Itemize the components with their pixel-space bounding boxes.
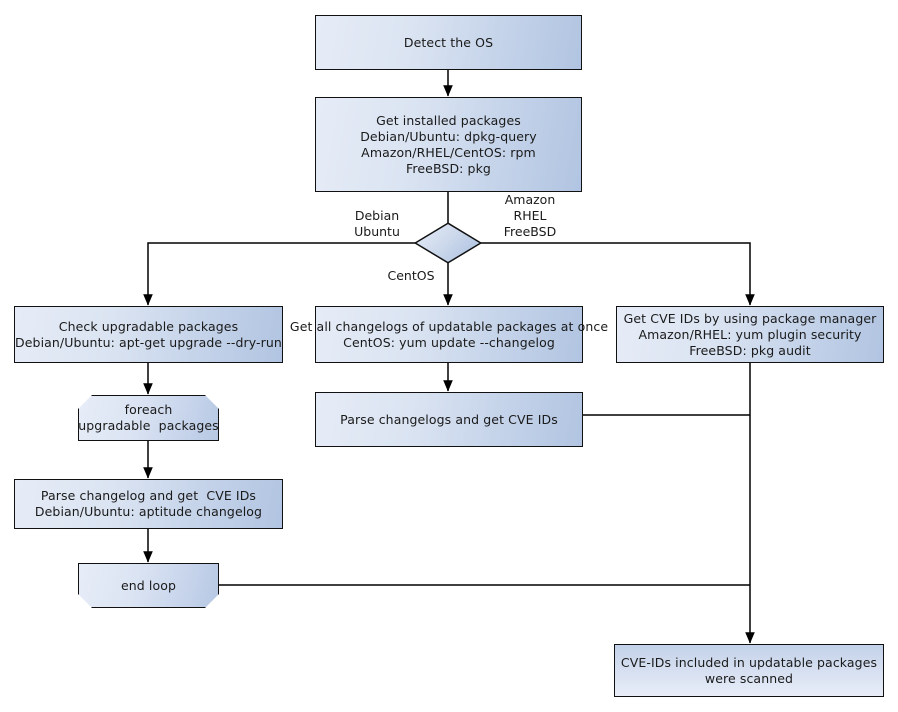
node-get-all-changelogs-label: Get all changelogs of updatable packages…	[289, 318, 609, 350]
node-check-upgradable-packages-label: Check upgradable packages Debian/Ubuntu:…	[15, 318, 282, 350]
node-get-installed-packages-label: Get installed packages Debian/Ubuntu: dp…	[360, 112, 537, 176]
node-os-decision[interactable]	[413, 222, 483, 264]
edge-label-amazon-rhel-freebsd: Amazon RHEL FreeBSD	[503, 192, 557, 239]
edge-label-centos: CentOS	[387, 268, 435, 283]
edge-decision-to-cve-pkgmgr	[478, 242, 755, 306]
node-parse-changelogs-cve-ids-label: Parse changelogs and get CVE IDs	[340, 411, 558, 427]
node-parse-changelog-cve-ids-label: Parse changelog and get CVE IDs Debian/U…	[34, 488, 263, 519]
node-parse-changelogs-cve-ids[interactable]: Parse changelogs and get CVE IDs	[315, 392, 583, 447]
node-end-loop[interactable]: end loop	[78, 563, 219, 608]
node-cve-ids-scanned-label: CVE-IDs included in updatable packages w…	[620, 654, 878, 686]
node-check-upgradable-packages[interactable]: Check upgradable packages Debian/Ubuntu:…	[14, 306, 283, 363]
node-get-all-changelogs[interactable]: Get all changelogs of updatable packages…	[290, 306, 608, 363]
node-get-cve-ids-package-manager-label: Get CVE IDs by using package manager Ama…	[623, 310, 877, 358]
node-detect-os-label: Detect the OS	[403, 34, 494, 50]
node-foreach-upgradable-packages-label: foreach upgradable packages	[78, 402, 219, 433]
node-end-loop-label: end loop	[120, 577, 177, 593]
edge-decision-to-check-upgradable	[143, 242, 418, 306]
node-detect-os[interactable]: Detect the OS	[315, 15, 582, 70]
node-parse-changelog-cve-ids[interactable]: Parse changelog and get CVE IDs Debian/U…	[14, 479, 283, 529]
node-get-installed-packages[interactable]: Get installed packages Debian/Ubuntu: dp…	[315, 97, 582, 192]
node-cve-ids-scanned[interactable]: CVE-IDs included in updatable packages w…	[614, 644, 884, 697]
node-get-cve-ids-package-manager[interactable]: Get CVE IDs by using package manager Ama…	[616, 306, 884, 363]
node-foreach-upgradable-packages[interactable]: foreach upgradable packages	[78, 395, 219, 441]
decision-diamond-shape	[413, 222, 483, 264]
edge-label-debian-ubuntu: Debian Ubuntu	[354, 208, 400, 239]
